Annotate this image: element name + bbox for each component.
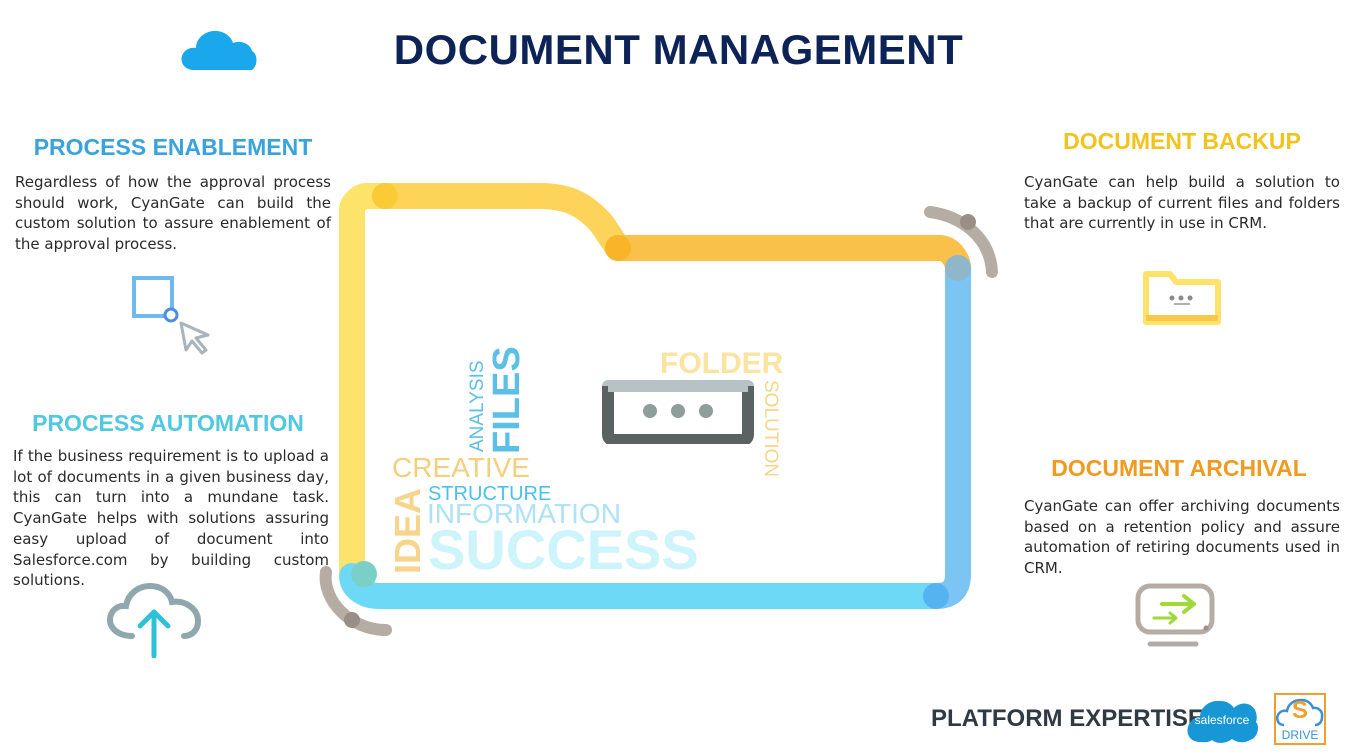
page-title: DOCUMENT MANAGEMENT: [393, 26, 964, 73]
platform-expertise-label: PLATFORM EXPERTISE: [931, 705, 1204, 732]
word-creative: CREATIVE: [392, 452, 530, 483]
process-automation-text: If the business requirement is to upload…: [13, 447, 329, 590]
document-backup-text: CyanGate can help build a solution to ta…: [1024, 173, 1340, 233]
sdrive-logo: S DRIVE: [1274, 693, 1326, 745]
word-information: INFORMATION: [427, 498, 621, 529]
word-files: FILES: [486, 346, 528, 454]
salesforce-logo-text: salesforce: [1194, 713, 1250, 727]
cloud-upload-icon: [106, 582, 202, 658]
cloud-icon: [181, 30, 257, 70]
word-analysis: ANALYSIS: [467, 360, 488, 452]
process-enablement-title: PROCESS ENABLEMENT: [33, 134, 313, 160]
select-cursor-icon: [132, 276, 210, 355]
dots-box-icon: [602, 380, 754, 444]
word-structure: STRUCTURE: [428, 483, 552, 505]
word-success: SUCCESS: [428, 518, 699, 581]
process-automation-title: PROCESS AUTOMATION: [32, 410, 304, 436]
archive-monitor-icon: [1135, 583, 1215, 647]
folder-outline-graphic: [319, 183, 998, 636]
sdrive-logo-text: DRIVE: [1281, 728, 1319, 742]
document-backup-title: DOCUMENT BACKUP: [1063, 128, 1301, 154]
folder-icon: [1143, 271, 1221, 325]
word-folder: FOLDER: [660, 347, 784, 380]
word-idea: IDEA: [387, 487, 428, 574]
sdrive-logo-letter: S: [1291, 697, 1308, 724]
salesforce-logo: salesforce: [1186, 696, 1258, 746]
document-archival-text: CyanGate can offer archiving documents b…: [1024, 497, 1340, 578]
document-archival-title: DOCUMENT ARCHIVAL: [1051, 455, 1307, 481]
process-enablement-text: Regardless of how the approval process s…: [15, 173, 331, 254]
word-solution: SOLUTION: [760, 380, 781, 478]
